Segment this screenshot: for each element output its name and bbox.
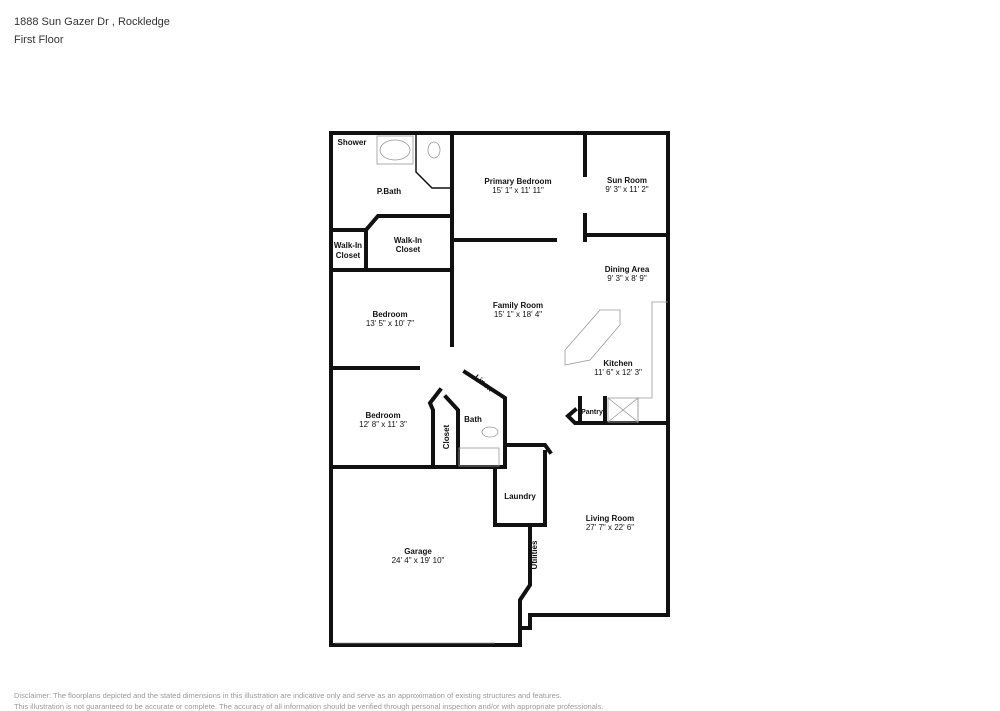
- room-bedroom-1-dims: 13' 5" x 10' 7": [366, 319, 414, 328]
- room-pantry: Pantry: [581, 409, 603, 416]
- floor-label: First Floor: [14, 34, 64, 46]
- room-family-room-dims: 15' 1" x 18' 4": [494, 310, 542, 319]
- room-walkin-closet-1: Walk-In: [334, 241, 362, 250]
- room-primary-bedroom-dims: 15' 1" x 11' 11": [492, 186, 544, 195]
- room-dining-area-dims: 9' 3" x 8' 9": [607, 274, 647, 283]
- room-pbath: P.Bath: [377, 187, 401, 196]
- property-address: 1888 Sun Gazer Dr , Rockledge: [14, 16, 170, 28]
- walls: [329, 131, 670, 647]
- room-bedroom-1: Bedroom: [372, 310, 407, 319]
- room-walkin-closet-2-line2: Closet: [396, 245, 421, 254]
- room-bath: Bath: [464, 415, 482, 424]
- room-garage-dims: 24' 4" x 19' 10": [392, 556, 445, 565]
- room-shower: Shower: [338, 138, 367, 147]
- room-utilities: Utilities: [530, 540, 539, 569]
- room-dining-area: Dining Area: [605, 265, 650, 274]
- room-living-room: Living Room: [586, 514, 634, 523]
- room-kitchen: Kitchen: [603, 359, 632, 368]
- room-labels: Shower P.Bath Walk-In Closet Walk-In Clo…: [334, 138, 650, 569]
- room-garage: Garage: [404, 547, 432, 556]
- room-laundry: Laundry: [504, 492, 536, 501]
- room-kitchen-dims: 11' 6" x 12' 3": [594, 368, 642, 377]
- room-closet: Closet: [442, 424, 451, 449]
- room-bedroom-2: Bedroom: [365, 411, 400, 420]
- room-sun-room-dims: 9' 3" x 11' 2": [605, 185, 648, 194]
- room-linen: Linen: [473, 373, 495, 394]
- room-primary-bedroom: Primary Bedroom: [484, 177, 551, 186]
- room-walkin-closet-2: Walk-In: [394, 236, 422, 245]
- room-walkin-closet-1-line2: Closet: [336, 251, 361, 260]
- room-bedroom-2-dims: 12' 8" x 11' 3": [359, 420, 407, 429]
- room-sun-room: Sun Room: [607, 176, 647, 185]
- disclaimer-line-1: Disclaimer: The floorplans depicted and …: [14, 691, 562, 700]
- room-living-room-dims: 27' 7" x 22' 6": [586, 523, 634, 532]
- room-family-room: Family Room: [493, 301, 543, 310]
